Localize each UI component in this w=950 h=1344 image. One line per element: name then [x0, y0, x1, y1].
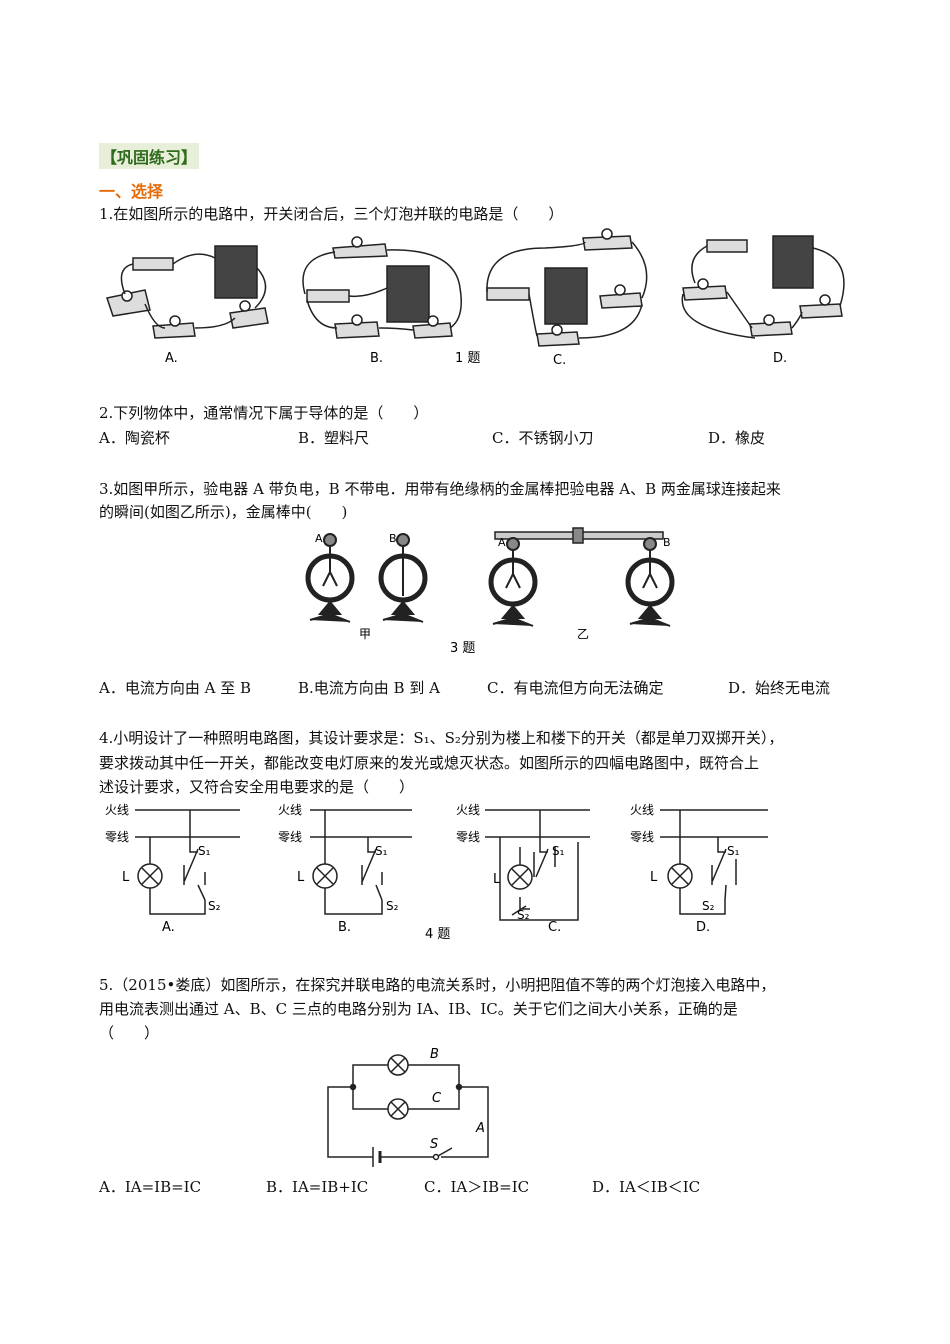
live-wire-label-c: 火线	[456, 803, 480, 817]
question-3-caption: 3 题	[450, 641, 475, 656]
circuit-d-diagram	[681, 235, 845, 339]
live-wire-label-a: 火线	[105, 803, 129, 817]
circuit-c-diagram	[486, 228, 648, 347]
q3-option-c[interactable]: C．有电流但方向无法确定	[487, 679, 664, 697]
q5-option-d[interactable]: D．IA＜IB＜IC	[592, 1178, 701, 1196]
question-5-line-1: 5.（2015•娄底）如图所示，在探究并联电路的电流关系时，小明把阻值不等的两个…	[99, 976, 776, 994]
wiring-diagram-d	[660, 809, 768, 915]
lamp-label-d: L	[650, 870, 658, 885]
question-4-line-1: 4.小明设计了一种照明电路图，其设计要求是：S₁、S₂分别为楼上和楼下的开关（都…	[99, 729, 784, 747]
q3-option-d[interactable]: D．始终无电流	[728, 679, 831, 697]
circuit-a-label: A.	[165, 351, 178, 366]
circuit-d-label: D.	[773, 351, 787, 366]
question-3-line-2: 的瞬间(如图乙所示)，金属棒中( )	[99, 503, 348, 521]
neutral-wire-label-a: 零线	[105, 830, 129, 844]
s1-label-b: S₁	[375, 844, 388, 858]
wiring-diagram-a	[135, 809, 240, 915]
electroscope-a-jia	[305, 533, 355, 623]
question-3-line-1: 3.如图甲所示，验电器 A 带负电，B 不带电．用带有绝缘柄的金属棒把验电器 A…	[99, 480, 781, 498]
figure-yi-label: 乙	[577, 627, 589, 641]
parallel-circuit-diagram	[327, 1054, 489, 1167]
question-3-figure: A B 甲 A B 乙 3 题	[305, 527, 675, 656]
s1-label-a: S₁	[198, 844, 211, 858]
question-1-caption: 1 题	[455, 351, 480, 366]
wiring-d-option-label: D.	[696, 920, 710, 935]
switch-label: S	[430, 1137, 438, 1152]
wiring-diagram-b	[310, 809, 412, 915]
electroscope-b-jia	[378, 533, 428, 623]
q2-option-a[interactable]: A．陶瓷杯	[99, 429, 170, 447]
circuit-c-label: C.	[553, 353, 566, 368]
question-4-line-3: 述设计要求，又符合安全用电要求的是（ ）	[99, 778, 415, 796]
s2-label-c: S₂	[517, 908, 530, 922]
q2-option-b[interactable]: B．塑料尺	[298, 429, 370, 447]
question-5-figure: B C A S	[327, 1047, 489, 1167]
s1-label-c: S₁	[552, 844, 565, 858]
neutral-wire-label-c: 零线	[456, 830, 480, 844]
q5-option-b[interactable]: B．IA=IB+IC	[266, 1178, 369, 1196]
electroscope-a-label-jia: A	[315, 532, 323, 545]
neutral-wire-label-d: 零线	[630, 830, 654, 844]
lamp-label-b: L	[297, 870, 305, 885]
electroscope-a-yi	[488, 537, 538, 627]
electroscope-a-label-yi: A	[498, 536, 506, 549]
point-b-label: B	[430, 1047, 439, 1062]
metal-rod	[494, 527, 664, 544]
circuit-b-diagram	[302, 236, 462, 339]
live-wire-label-b: 火线	[278, 803, 302, 817]
lamp-label-a: L	[122, 870, 130, 885]
neutral-wire-label-b: 零线	[278, 830, 302, 844]
wiring-c-option-label: C.	[548, 920, 561, 935]
q2-option-d[interactable]: D．橡皮	[708, 429, 766, 447]
wiring-a-option-label: A.	[162, 920, 175, 935]
point-a-label: A	[475, 1121, 485, 1136]
wiring-diagram-c	[485, 809, 590, 921]
question-2-text: 2.下列物体中，通常情况下属于导体的是（ ）	[99, 404, 429, 422]
q3-option-b[interactable]: B.电流方向由 B 到 A	[298, 679, 440, 697]
q5-option-a[interactable]: A．IA=IB=IC	[99, 1178, 202, 1196]
q2-option-c[interactable]: C．不锈钢小刀	[492, 429, 594, 447]
electroscope-b-label-jia: B	[389, 532, 397, 545]
lamp-label-c: L	[493, 872, 501, 887]
point-c-label: C	[432, 1091, 442, 1106]
electroscope-b-label-yi: B	[663, 536, 671, 549]
figure-jia-label: 甲	[359, 627, 371, 641]
question-1-figure: A. B. 1 题 C. D.	[106, 228, 845, 368]
q3-option-a[interactable]: A．电流方向由 A 至 B	[99, 679, 251, 697]
question-5-line-3: （ ）	[99, 1024, 160, 1042]
live-wire-label-d: 火线	[630, 803, 654, 817]
electroscope-b-yi	[625, 537, 675, 627]
s2-label-b: S₂	[386, 899, 399, 913]
q5-option-c[interactable]: C．IA＞IB=IC	[424, 1178, 530, 1196]
question-1-text: 1.在如图所示的电路中，开关闭合后，三个灯泡并联的电路是（ ）	[99, 205, 564, 223]
question-5-line-2: 用电流表测出通过 A、B、C 三点的电路分别为 IA、IB、IC。关于它们之间大…	[99, 1000, 738, 1018]
heading: 【巩固练习】	[99, 143, 200, 169]
section-title: 一、选择	[99, 182, 164, 201]
circuit-b-label: B.	[370, 351, 383, 366]
s1-label-d: S₁	[727, 844, 740, 858]
s2-label-a: S₂	[208, 899, 221, 913]
circuit-a-diagram	[106, 245, 269, 339]
wiring-b-option-label: B.	[338, 920, 351, 935]
question-4-line-2: 要求拨动其中任一开关，都能改变电灯原来的发光或熄灭状态。如图所示的四幅电路图中，…	[99, 754, 760, 772]
question-4-figure: 火线 零线 L S₁ S₂ A. 火线 零线 L S₁ S₂ B. 4 题 火线…	[105, 803, 768, 942]
s2-label-d: S₂	[702, 899, 715, 913]
question-4-caption: 4 题	[425, 927, 450, 942]
